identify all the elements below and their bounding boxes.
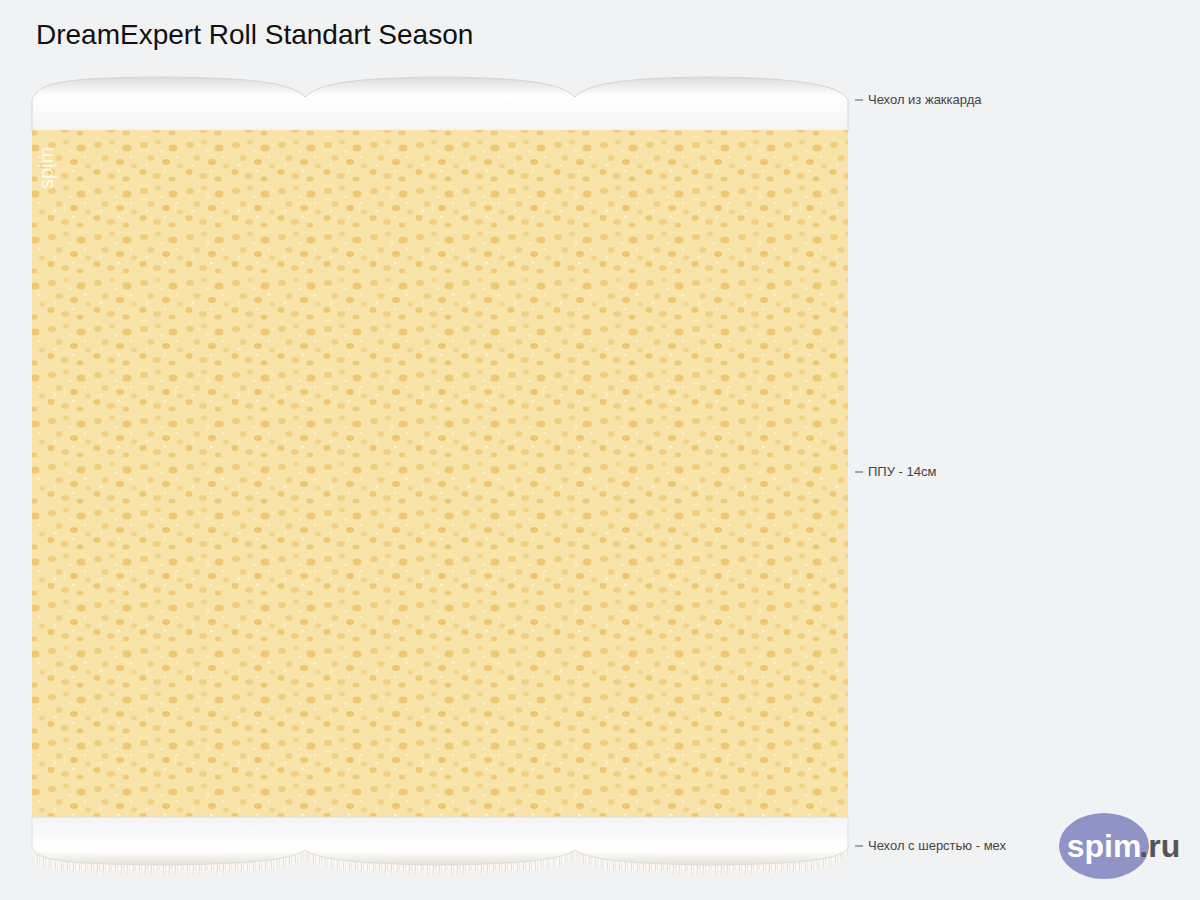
logo-text: spim bbox=[1067, 827, 1142, 865]
diagram-title: DreamExpert Roll Standart Season bbox=[36, 17, 473, 53]
watermark: spim bbox=[34, 147, 58, 189]
layer-label: Чехол с шерстью - мех bbox=[868, 838, 1006, 854]
layer-label: Чехол из жаккарда bbox=[868, 92, 982, 108]
logo-text: .ru bbox=[1139, 827, 1180, 865]
layer-label: ППУ - 14см bbox=[868, 464, 936, 480]
